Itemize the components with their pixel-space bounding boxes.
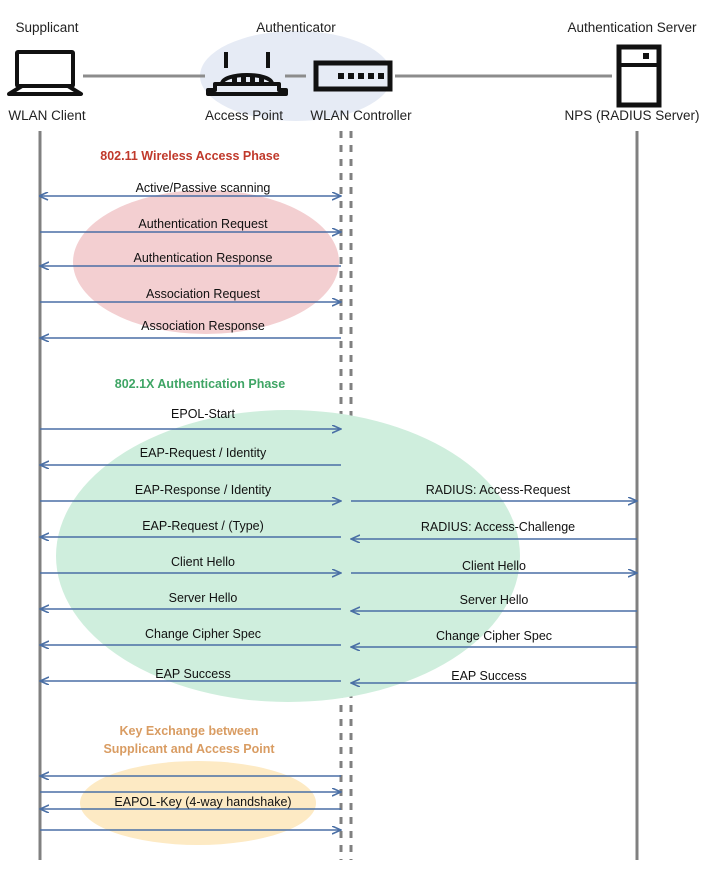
phase-3-ellipse [80,761,316,845]
actor-role-authenticator: Authenticator [256,20,336,35]
server-icon [616,44,662,108]
message-label: Association Response [141,319,265,333]
phase-3-messages [40,776,341,830]
phase-2-messages-left [40,429,341,681]
actor-device-wlan-client: WLAN Client [8,108,86,123]
phase-1-ellipse [73,190,339,334]
message-label: Client Hello [171,555,235,569]
phase-label-80211-wireless-access: 802.11 Wireless Access Phase [100,149,279,163]
actor-device-access-point: Access Point [205,108,283,123]
wireless-router-icon [206,52,288,96]
message-label: Change Cipher Spec [145,627,261,641]
wlan-controller-icon [313,60,393,92]
phase-1-messages [40,196,341,338]
message-label: EAP-Request / (Type) [142,519,264,533]
actor-role-supplicant: Supplicant [15,20,78,35]
message-label: Authentication Response [134,251,273,265]
phase-label-8021x-authentication: 802.1X Authentication Phase [115,377,285,391]
actor-device-nps-radius-server: NPS (RADIUS Server) [564,108,699,123]
message-label: EAP Success [155,667,231,681]
message-label: Authentication Request [138,217,268,231]
laptop-icon [7,50,83,96]
phase-label-key-exchange-line1: Key Exchange between [120,724,259,738]
message-label: Change Cipher Spec [436,629,552,643]
message-label: EAP Success [451,669,527,683]
phase-label-key-exchange-line2: Supplicant and Access Point [103,742,275,756]
message-label: EAP-Request / Identity [140,446,267,460]
message-label: Server Hello [169,591,238,605]
message-label: EPOL-Start [171,407,235,421]
message-label: EAPOL-Key (4-way handshake) [114,795,291,809]
message-label: Association Request [146,287,260,301]
message-label: Client Hello [462,559,526,573]
message-label: Active/Passive scanning [136,181,271,195]
message-label: EAP-Response / Identity [135,483,272,497]
phase-2-ellipse [56,410,520,702]
actor-device-wlan-controller: WLAN Controller [310,108,412,123]
message-label: Server Hello [460,593,529,607]
phase-2-messages-right [351,501,637,683]
actor-role-authentication-server: Authentication Server [567,20,697,35]
message-label: RADIUS: Access-Challenge [421,520,575,534]
message-label: RADIUS: Access-Request [426,483,571,497]
